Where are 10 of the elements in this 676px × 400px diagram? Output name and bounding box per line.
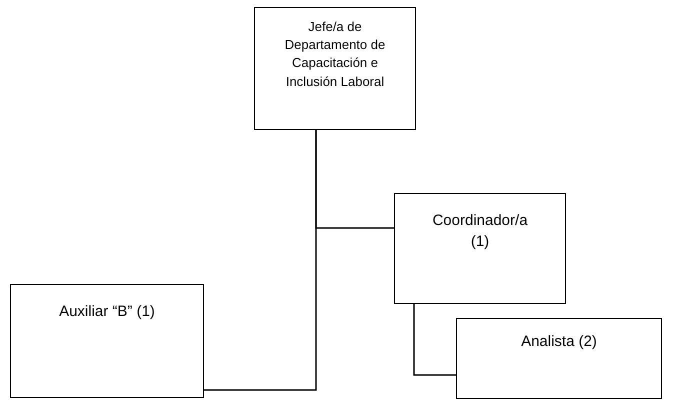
position-title: Jefe/a de Departamento de Capacitación e Inclusión Laboral [284, 18, 386, 91]
position-title: Analista (2) [520, 332, 598, 352]
position-title: Coordinador/a (1) [431, 211, 529, 252]
org-box [394, 193, 566, 304]
connector-line [413, 304, 456, 376]
org-box [254, 7, 416, 130]
connector-line [204, 130, 317, 391]
org-box [456, 318, 662, 399]
position-title: Auxiliar “B” (1) [58, 302, 156, 322]
org-box [10, 284, 204, 398]
